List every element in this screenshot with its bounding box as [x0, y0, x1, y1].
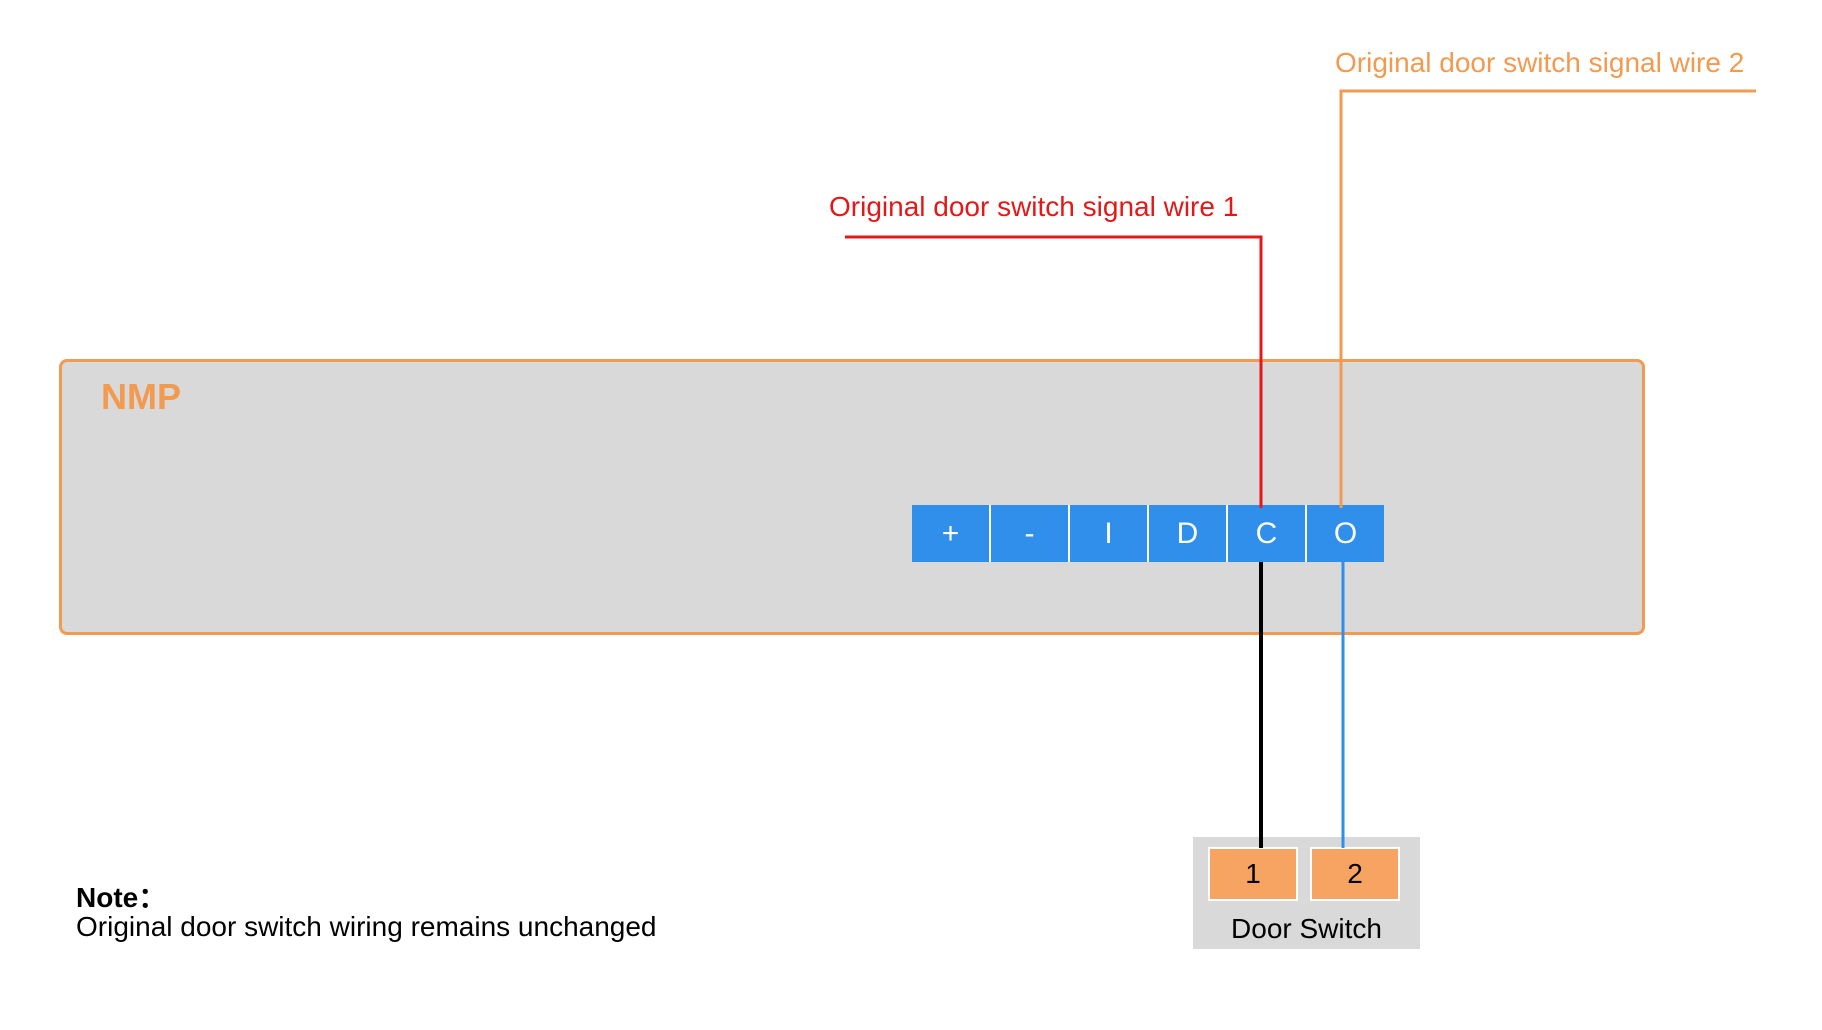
terminal-minus: -	[991, 505, 1068, 562]
note-title: Note：	[76, 882, 167, 913]
door-switch-pin-1: 1	[1208, 847, 1298, 901]
signal-wire-2-label: Original door switch signal wire 2	[1335, 47, 1745, 78]
note-text: Original door switch wiring remains unch…	[76, 911, 657, 942]
signal-wire-1-label: Original door switch signal wire 1	[829, 191, 1239, 222]
door-switch-pin-2: 2	[1310, 847, 1400, 901]
terminal-d: D	[1149, 505, 1226, 562]
terminal-o: O	[1307, 505, 1384, 562]
terminal-strip: + - I D C O	[912, 505, 1384, 562]
terminal-i: I	[1070, 505, 1147, 562]
door-switch-label: Door Switch	[1231, 913, 1382, 944]
nmp-device-box	[59, 359, 1645, 635]
nmp-device-title: NMP	[101, 376, 181, 417]
terminal-c: C	[1228, 505, 1305, 562]
terminal-plus: +	[912, 505, 989, 562]
